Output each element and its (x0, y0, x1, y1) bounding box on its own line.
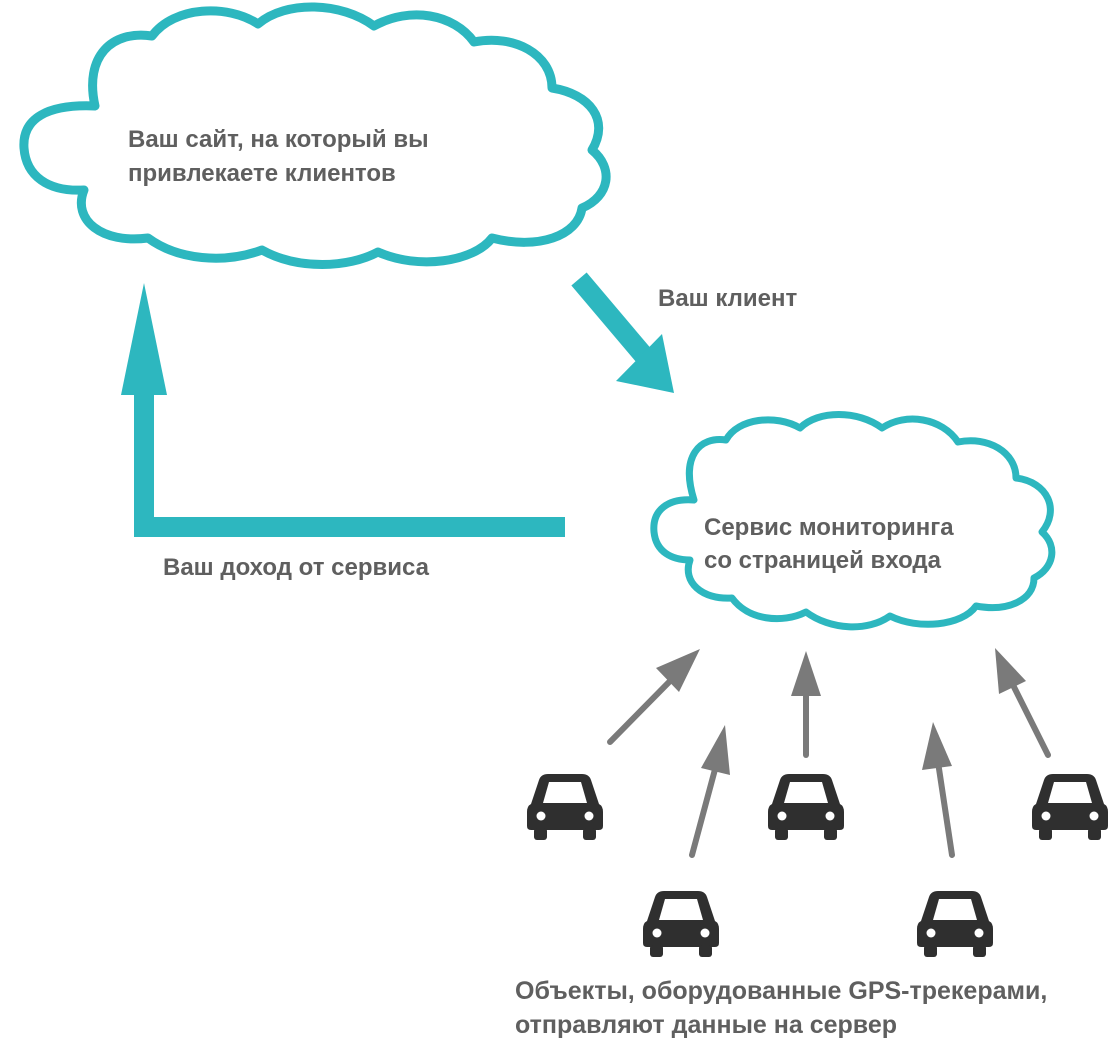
site-cloud-text-line2: привлекаете клиентов (128, 160, 396, 187)
objects-caption-line2: отправляют данные на сервер (515, 1011, 898, 1039)
car-icon (1032, 774, 1108, 840)
site-cloud (19, 2, 611, 269)
income-arrow (121, 283, 565, 537)
car-icon (917, 891, 993, 957)
site-cloud-text-line1: Ваш сайт, на который вы (128, 126, 429, 153)
car-icon (643, 891, 719, 957)
income-label: Ваш доход от сервиса (163, 554, 429, 581)
client-label: Ваш клиент (658, 285, 798, 312)
service-cloud (650, 411, 1056, 631)
car-icon (768, 774, 844, 840)
client-arrow (571, 272, 674, 393)
car-icon (527, 774, 603, 840)
objects-caption-line1: Объекты, оборудованные GPS-трекерами, (515, 977, 1048, 1005)
service-cloud-text-line1: Сервис мониторинга (704, 514, 954, 541)
service-cloud-text-line2: со страницей входа (704, 547, 941, 574)
tracker-arrows (607, 648, 1051, 858)
